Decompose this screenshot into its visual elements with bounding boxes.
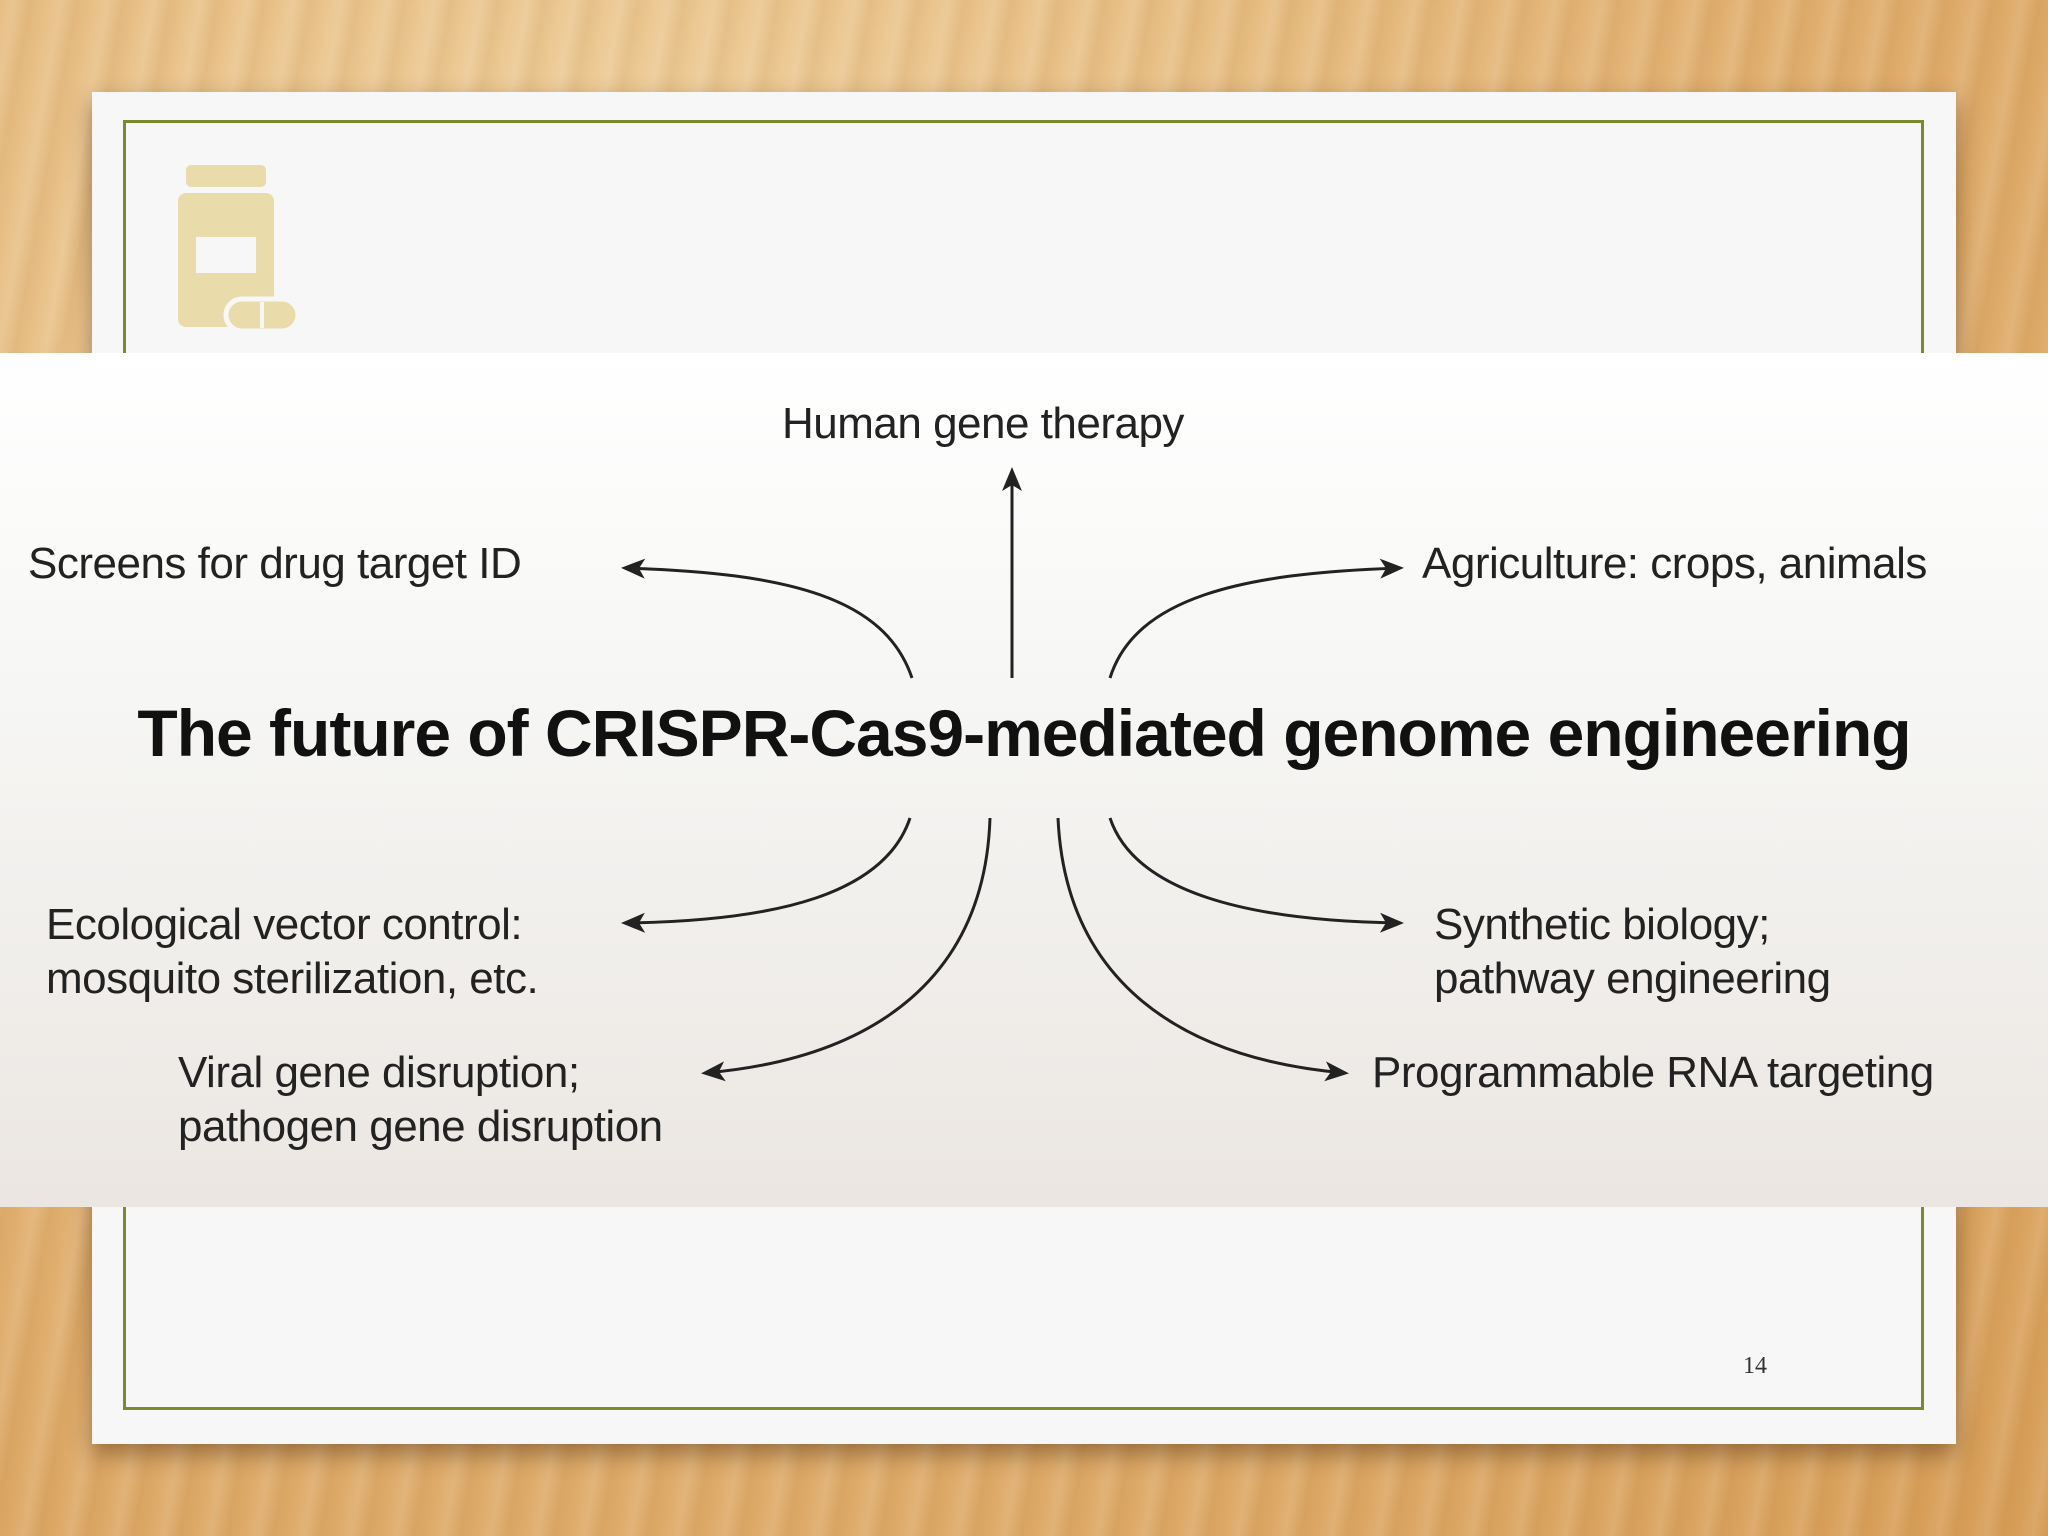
diagram-title: The future of CRISPR-Cas9-mediated genom…	[137, 696, 1911, 770]
label-viral-gene-disruption-line1: Viral gene disruption;	[178, 1048, 580, 1097]
page-number: 14	[1743, 1353, 1767, 1379]
crispr-diagram: Human gene therapy Screens for drug targ…	[0, 353, 2048, 1207]
label-synthetic-biology-line2: pathway engineering	[1434, 954, 1831, 1003]
label-viral-gene-disruption-line2: pathogen gene disruption	[178, 1102, 663, 1151]
arrow-agriculture	[1108, 558, 1404, 679]
arrow-viral-gene-disruption	[701, 817, 992, 1082]
label-drug-target-screens: Screens for drug target ID	[28, 539, 522, 588]
label-human-gene-therapy: Human gene therapy	[782, 399, 1184, 448]
arrow-drug-target-screens	[621, 558, 914, 679]
label-agriculture: Agriculture: crops, animals	[1422, 539, 1927, 588]
label-rna-targeting: Programmable RNA targeting	[1372, 1048, 1934, 1097]
arrow-ecological-vector-control	[621, 817, 912, 933]
diagram-arrows	[621, 467, 1404, 1082]
arrow-synthetic-biology	[1108, 817, 1404, 933]
pill-bottle-icon	[178, 165, 301, 334]
label-synthetic-biology-line1: Synthetic biology;	[1434, 900, 1770, 949]
label-ecological-vector-control-line1: Ecological vector control:	[46, 900, 523, 949]
arrow-rna-targeting	[1056, 817, 1349, 1082]
label-ecological-vector-control-line2: mosquito sterilization, etc.	[46, 954, 539, 1003]
